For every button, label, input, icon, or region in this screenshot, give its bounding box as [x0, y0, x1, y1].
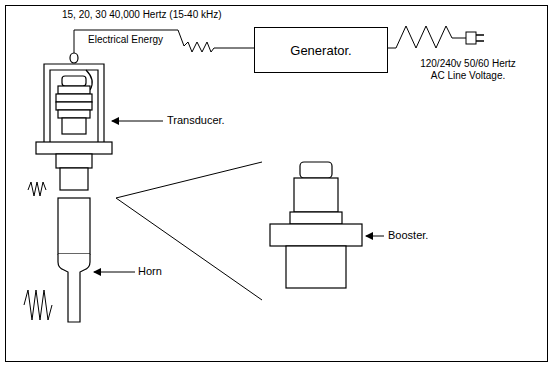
line-voltage-label: 120/240v 50/60 Hertz AC Line Voltage.	[420, 58, 516, 81]
outer-frame	[6, 6, 548, 362]
part-name: Transducer.	[167, 114, 225, 127]
ac-wave	[388, 26, 466, 48]
signal-wire	[74, 30, 254, 58]
plug-body	[466, 32, 476, 44]
generator-box: Generator.	[254, 27, 388, 73]
transducer-leader	[112, 121, 163, 122]
amplitude-small	[28, 182, 46, 196]
booster-drawing	[270, 162, 362, 288]
wire-label: Electrical Energy	[88, 34, 163, 46]
frequency-label: 15, 20, 30 40,000 Hertz (15-40 kHz)	[62, 9, 222, 21]
plug-prongs	[476, 35, 484, 41]
part-name: Booster.	[388, 229, 428, 242]
horn-leader	[94, 272, 135, 273]
horn-drawing	[58, 198, 90, 322]
amplitude-large	[24, 290, 52, 320]
part-name: Horn	[138, 265, 162, 278]
node-label: Generator.	[290, 43, 351, 58]
booster-leader	[366, 236, 384, 237]
zoom-lines	[116, 162, 262, 300]
transducer-drawing	[36, 53, 112, 190]
